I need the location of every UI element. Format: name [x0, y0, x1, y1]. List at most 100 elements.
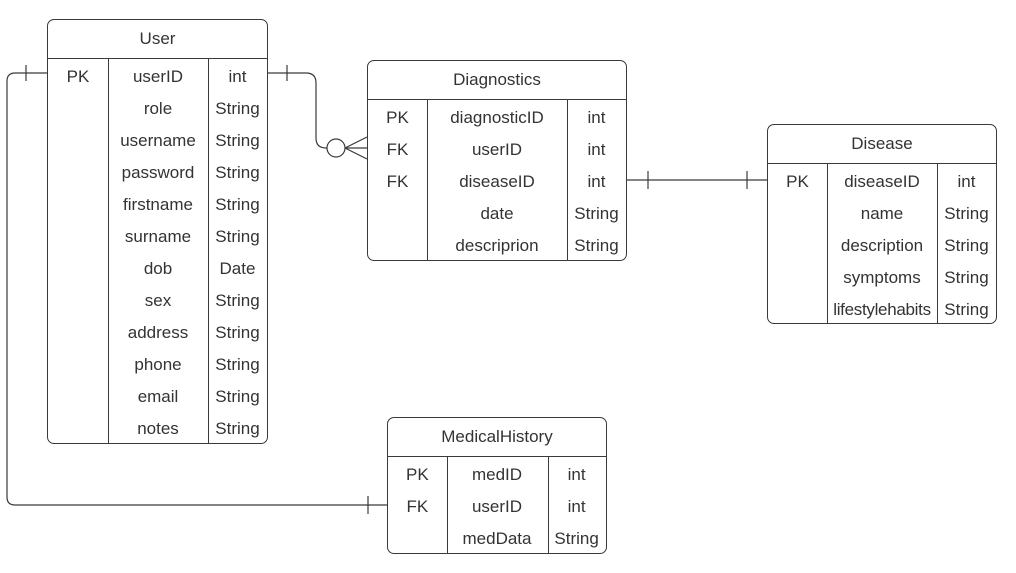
attribute-row: email String [48, 381, 267, 413]
attribute-name: medData [462, 529, 532, 548]
attribute-row: username String [48, 125, 267, 157]
attribute-name: userID [471, 497, 523, 516]
attribute-type: String [215, 163, 260, 182]
entity-title: User [48, 20, 267, 59]
attribute-row: descriprion String [368, 230, 626, 260]
column-divider [447, 457, 448, 553]
attribute-row: PK diagnosticID int [368, 102, 626, 134]
attribute-type: Date [219, 259, 256, 278]
attribute-name: surname [124, 227, 192, 246]
attribute-row: date String [368, 198, 626, 230]
attribute-type: int [567, 465, 586, 484]
key-cell: PK [386, 108, 409, 127]
attribute-name: description [840, 236, 924, 255]
relationship-user-medicalhistory [6, 72, 387, 506]
attribute-row: role String [48, 93, 267, 125]
attribute-row: firstname String [48, 189, 267, 221]
attribute-row: name String [768, 198, 996, 230]
attribute-type: String [574, 204, 619, 223]
column-divider [108, 59, 109, 443]
entity-diagnostics[interactable]: Diagnostics PK diagnosticID int FK userID in… [367, 60, 627, 261]
attribute-name: name [860, 204, 904, 223]
attribute-name: diagnosticID [450, 108, 544, 127]
attribute-name: username [120, 131, 196, 150]
attribute-row: medData String [388, 523, 606, 553]
attribute-name: date [480, 204, 514, 223]
user-diagnostics-crowfoot-lower [344, 147, 368, 160]
column-divider [208, 59, 209, 443]
user-diagnostics-zero-circle [326, 138, 346, 158]
relationship-user-diagnostics [267, 72, 367, 149]
attribute-row: sex String [48, 285, 267, 317]
attribute-type: String [944, 300, 989, 319]
attribute-row: PK userID int [48, 61, 267, 93]
column-divider [548, 457, 549, 553]
attribute-name: email [137, 387, 179, 406]
attribute-type: String [215, 195, 260, 214]
attribute-name: descriprion [455, 236, 539, 255]
key-cell: PK [786, 172, 809, 191]
attribute-name: password [121, 163, 195, 182]
entity-title: MedicalHistory [388, 418, 606, 457]
column-divider [567, 100, 568, 260]
attribute-row: FK diseaseID int [368, 166, 626, 198]
attribute-type: int [587, 172, 606, 191]
attribute-row: dob Date [48, 253, 267, 285]
attribute-name: diseaseID [459, 172, 535, 191]
attribute-type: String [215, 419, 260, 438]
attribute-type: String [944, 204, 989, 223]
attribute-type: String [215, 355, 260, 374]
key-cell: FK [386, 140, 409, 159]
attribute-name: lifestylehabits [833, 300, 931, 319]
attribute-type: String [215, 387, 260, 406]
attribute-name: userID [471, 140, 523, 159]
key-cell: FK [386, 172, 409, 191]
attribute-row: notes String [48, 413, 267, 443]
column-divider [427, 100, 428, 260]
attribute-type: String [215, 227, 260, 246]
attribute-name: sex [144, 291, 172, 310]
entity-title: Disease [768, 125, 996, 164]
column-divider [937, 164, 938, 323]
attribute-type: String [574, 236, 619, 255]
attribute-row: surname String [48, 221, 267, 253]
attribute-name: firstname [123, 195, 193, 214]
attribute-name: diseaseID [844, 172, 920, 191]
attribute-type: String [554, 529, 599, 548]
attribute-name: userID [132, 67, 184, 86]
column-divider [827, 164, 828, 323]
attribute-row: password String [48, 157, 267, 189]
attribute-type: String [215, 131, 260, 150]
attribute-type: String [944, 236, 989, 255]
entity-title: Diagnostics [368, 61, 626, 100]
attribute-name: symptoms [843, 268, 921, 287]
attribute-type: int [587, 140, 606, 159]
attribute-type: String [944, 268, 989, 287]
attribute-row: FK userID int [388, 491, 606, 523]
attribute-row: lifestylehabits String [768, 294, 996, 323]
attribute-type: int [587, 108, 606, 127]
key-cell: PK [406, 465, 429, 484]
attribute-type: String [215, 99, 260, 118]
attribute-type: int [228, 67, 247, 86]
attribute-name: role [143, 99, 173, 118]
attribute-type: int [567, 497, 586, 516]
attribute-type: String [215, 291, 260, 310]
attribute-name: dob [143, 259, 173, 278]
key-cell: FK [406, 497, 429, 516]
attribute-name: notes [137, 419, 179, 438]
attribute-row: description String [768, 230, 996, 262]
key-cell: PK [66, 67, 90, 86]
attribute-row: symptoms String [768, 262, 996, 294]
user-diagnostics-crowfoot-upper [344, 136, 368, 149]
